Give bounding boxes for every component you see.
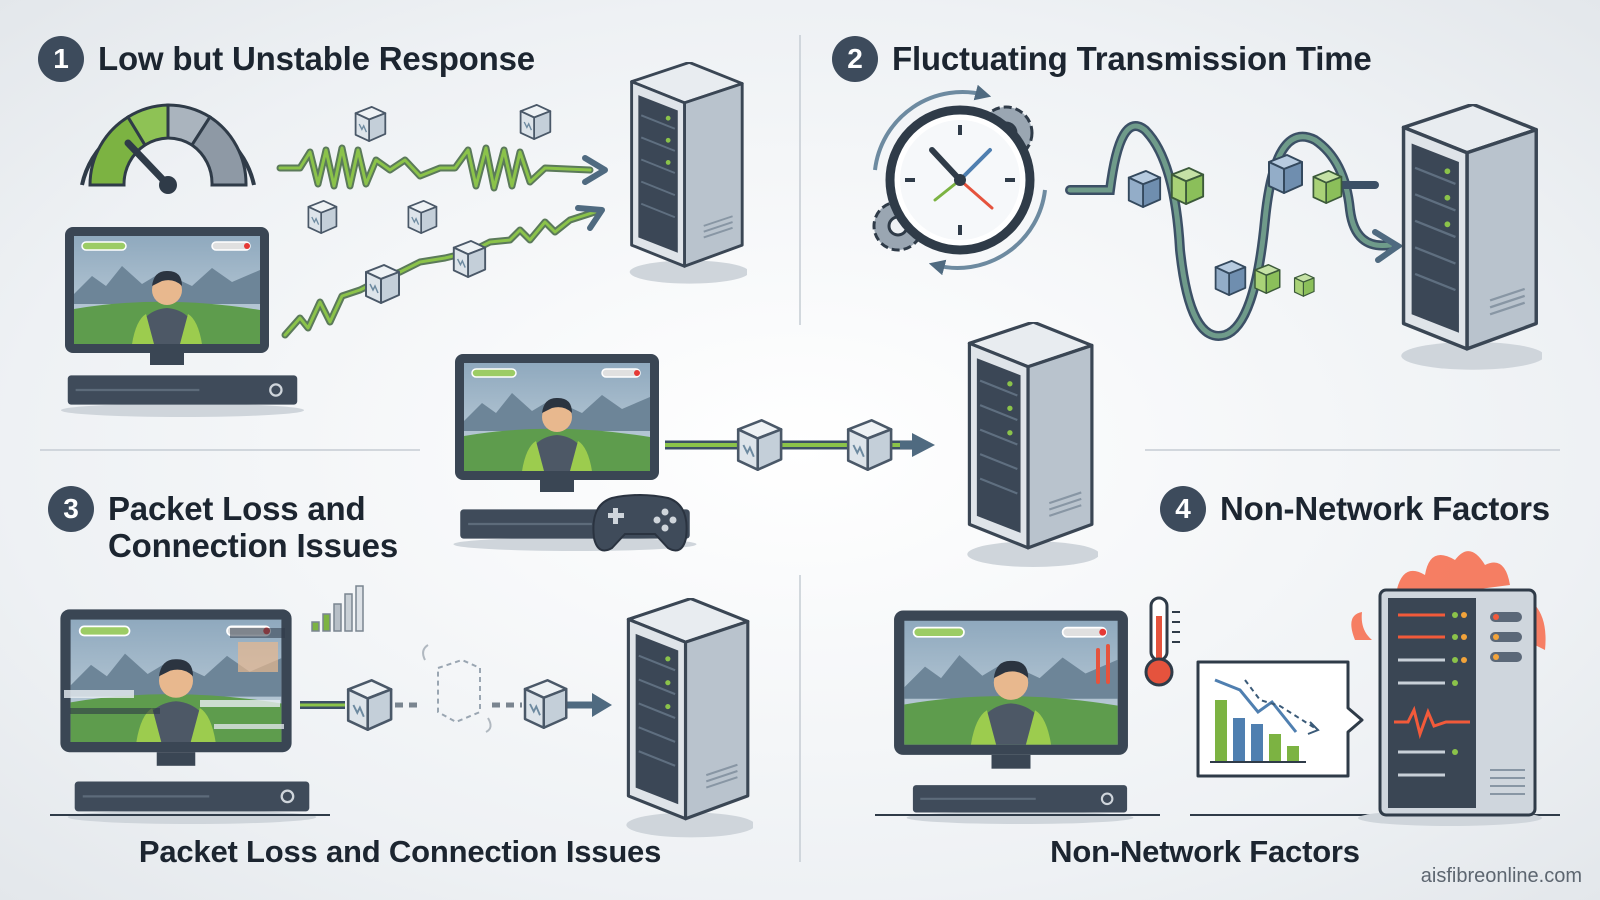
monitor-center <box>454 353 660 493</box>
speedometer-icon <box>80 103 256 194</box>
monitor-1 <box>64 226 270 366</box>
section-3-title: Packet Loss and Connection Issues <box>108 490 398 564</box>
section-1-number-badge: 1 <box>38 36 84 82</box>
site-credit: aisfibreonline.com <box>1420 865 1582 887</box>
section-3-number-badge: 3 <box>48 486 94 532</box>
gamepad-icon <box>592 494 688 552</box>
signal-bars-icon <box>311 585 364 632</box>
bar-chart-icon <box>1196 660 1364 778</box>
console-3 <box>66 780 318 824</box>
server-1 <box>628 62 747 284</box>
server-3 <box>624 598 753 838</box>
section-2-title: Fluctuating Transmission Time <box>892 40 1372 77</box>
section-dividers <box>40 35 1560 862</box>
section-2-heading: 2 Fluctuating Transmission Time <box>832 36 1372 82</box>
monitor-4 <box>893 609 1129 770</box>
section-4-heading: 4 Non-Network Factors <box>1160 486 1550 532</box>
console-1 <box>60 374 305 417</box>
data-packets-3 <box>346 678 568 732</box>
section-1-title: Low but Unstable Response <box>98 40 535 77</box>
console-4 <box>905 784 1135 824</box>
data-packets-2 <box>1127 153 1343 297</box>
glitch-artifacts <box>64 628 285 729</box>
section-4-number-badge: 4 <box>1160 486 1206 532</box>
caption-packet-loss: Packet Loss and Connection Issues <box>138 834 662 869</box>
server-2 <box>1399 104 1542 370</box>
clock-icon <box>872 84 1047 276</box>
caption-non-network: Non-Network Factors <box>1050 834 1360 869</box>
thermometer-icon <box>1144 596 1180 687</box>
fluctuating-route <box>1065 121 1404 341</box>
packet-loss-route <box>300 644 612 733</box>
heat-lines <box>1096 644 1110 684</box>
stable-route <box>665 433 935 457</box>
section-4-title: Non-Network Factors <box>1220 490 1550 527</box>
unstable-signal-waves <box>276 144 608 339</box>
section-3-heading: 3 Packet Loss and Connection Issues <box>48 486 418 564</box>
section-2-number-badge: 2 <box>832 36 878 82</box>
data-packets-1 <box>307 103 552 304</box>
server-center <box>965 322 1098 567</box>
section-1-heading: 1 Low but Unstable Response <box>38 36 535 82</box>
server-4 <box>1358 588 1542 826</box>
